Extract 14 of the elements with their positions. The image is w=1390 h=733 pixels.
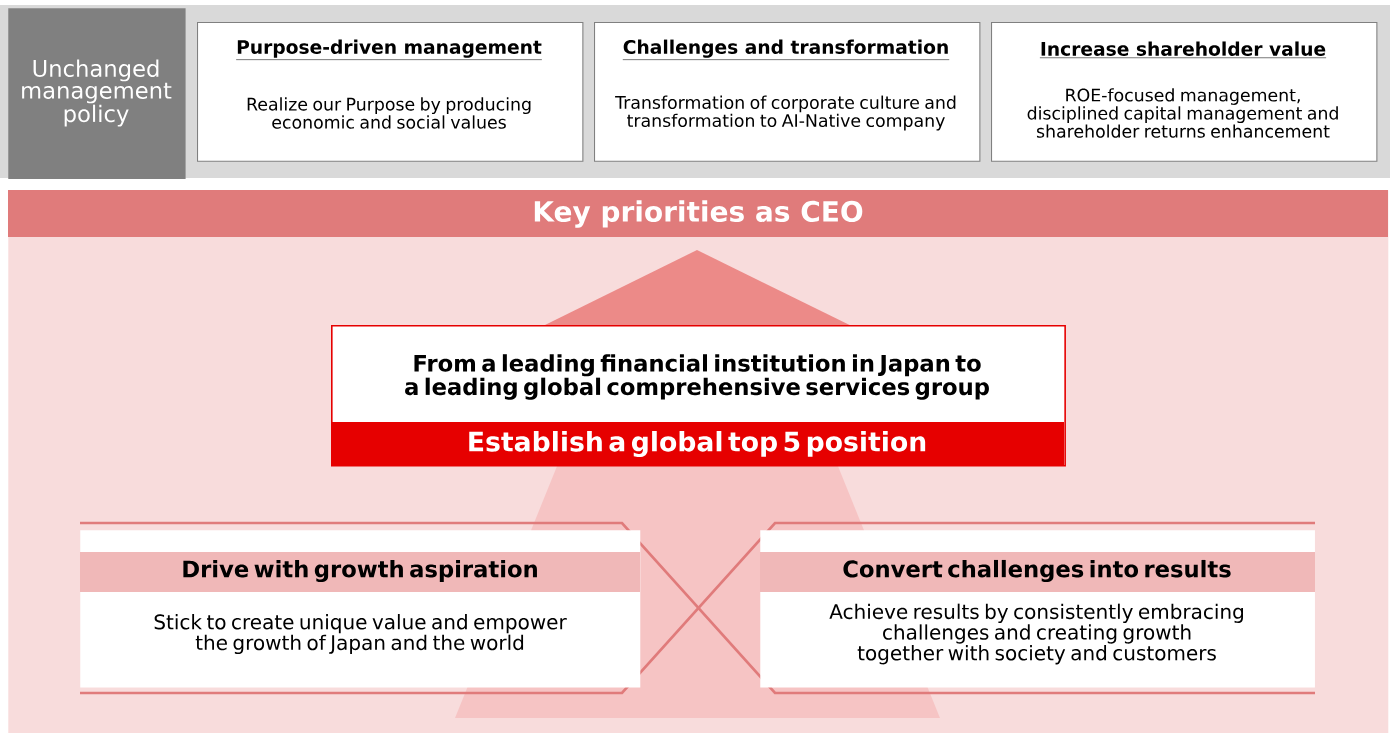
card-text: ROE-focused management, disciplined capital management and shareholder returns enhancement	[1027, 88, 1338, 138]
card-text: Transformation of corporate culture and transformation to AI-Native company	[615, 95, 956, 131]
priority-text: Stick to create unique value and empower the growth of Japan and the world	[154, 614, 567, 655]
goal-text: From a leading financial institution in Japan to a leading global comprehensive services group	[405, 354, 989, 400]
policy-label: Unchanged management policy	[22, 59, 172, 127]
card-heading: Purpose-driven management	[235, 39, 543, 60]
priority-heading: Drive with growth aspiration	[183, 559, 537, 583]
panel-heading: Key priorities as CEO	[534, 200, 863, 228]
card-text: Realize our Purpose by producing economic and social values	[247, 97, 531, 129]
goal-banner-text: Establish a global top 5 position	[469, 431, 926, 457]
priority-text: Achieve results by consistently embracing challenges and creating growth together with society and customers	[829, 603, 1243, 665]
card-heading: Increase shareholder value	[1039, 41, 1327, 59]
card-heading: Challenges and transformation	[622, 39, 950, 60]
priority-heading: Convert challenges into results	[843, 559, 1231, 583]
